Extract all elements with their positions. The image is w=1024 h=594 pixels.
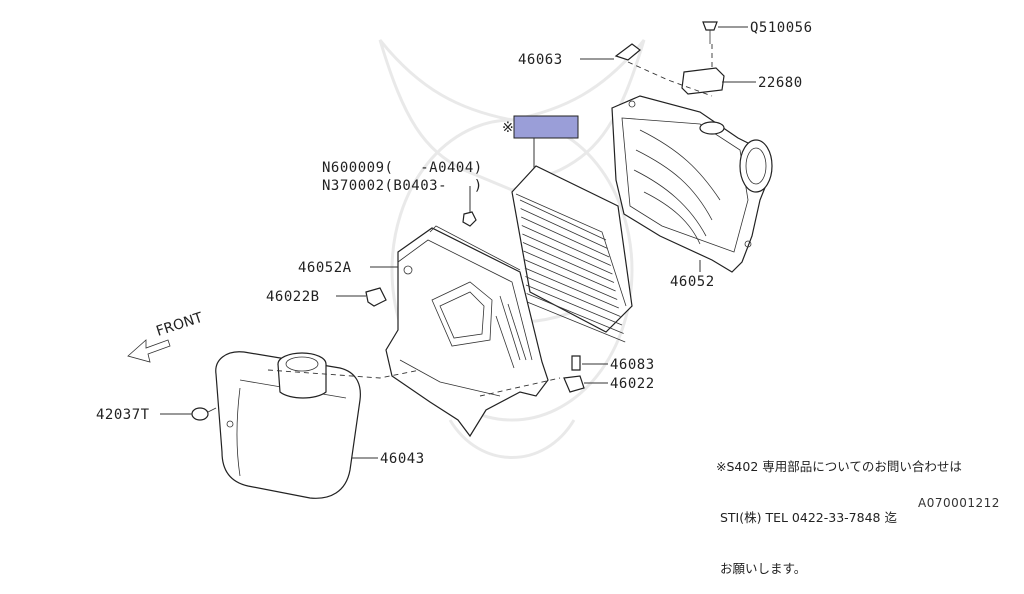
- air-filter-element[interactable]: [511, 165, 633, 343]
- note-line-3: お願いします。: [716, 561, 807, 576]
- filter-pleat: [522, 233, 613, 275]
- air-cleaner-upper-case[interactable]: [611, 95, 773, 273]
- filter-pleat: [519, 199, 607, 241]
- filter-pleat: [523, 250, 616, 292]
- clip-46063[interactable]: [614, 43, 641, 61]
- label-q510056: Q510056: [750, 20, 813, 36]
- label-46022B: 46022B: [266, 289, 320, 305]
- clip-42037T[interactable]: [191, 407, 217, 421]
- pin-46083[interactable]: [571, 355, 581, 371]
- screw-q510056[interactable]: [702, 21, 718, 44]
- label-46083: 46083: [610, 357, 655, 373]
- front-label: FRONT: [154, 310, 205, 340]
- highlight-box: [513, 115, 579, 139]
- label-n370002: N370002(B0403- ): [322, 178, 483, 194]
- label-46063: 46063: [518, 52, 563, 68]
- leader-lines: [160, 26, 756, 459]
- filter-pleat: [527, 301, 626, 343]
- label-22680: 22680: [758, 75, 803, 91]
- label-46022: 46022: [610, 376, 655, 392]
- grommet-46022B[interactable]: [365, 287, 387, 307]
- nut-n600009[interactable]: [462, 211, 477, 227]
- filter-pleat: [524, 267, 619, 309]
- filter-pleat: [521, 225, 611, 266]
- resonator[interactable]: [215, 351, 361, 499]
- label-46052A: 46052A: [298, 260, 352, 276]
- grommet-46022[interactable]: [563, 375, 585, 393]
- label-n600009: N600009( -A0404): [322, 160, 483, 176]
- filter-pleat: [524, 259, 618, 300]
- filter-pleat: [525, 284, 623, 326]
- note-line-1: ※S402 専用部品についてのお問い合わせは: [716, 459, 962, 474]
- filter-pleat: [525, 276, 621, 317]
- document-id: A070001212: [918, 496, 1000, 510]
- filter-pleat: [521, 216, 610, 258]
- filter-pleat: [520, 208, 608, 249]
- parts-diagram: FRONT 46063 Q510056 22680 ※ N600009( -A0…: [96, 20, 813, 499]
- front-arrow-icon: [127, 339, 171, 363]
- air-cleaner-lower-case[interactable]: [385, 225, 549, 438]
- sensor-22680[interactable]: [681, 67, 725, 95]
- label-46052: 46052: [670, 274, 715, 290]
- filter-pleat: [522, 242, 615, 283]
- filter-pleat: [526, 293, 624, 334]
- label-46043: 46043: [380, 451, 425, 467]
- label-asterisk: ※: [502, 120, 514, 136]
- label-42037T: 42037T: [96, 407, 150, 423]
